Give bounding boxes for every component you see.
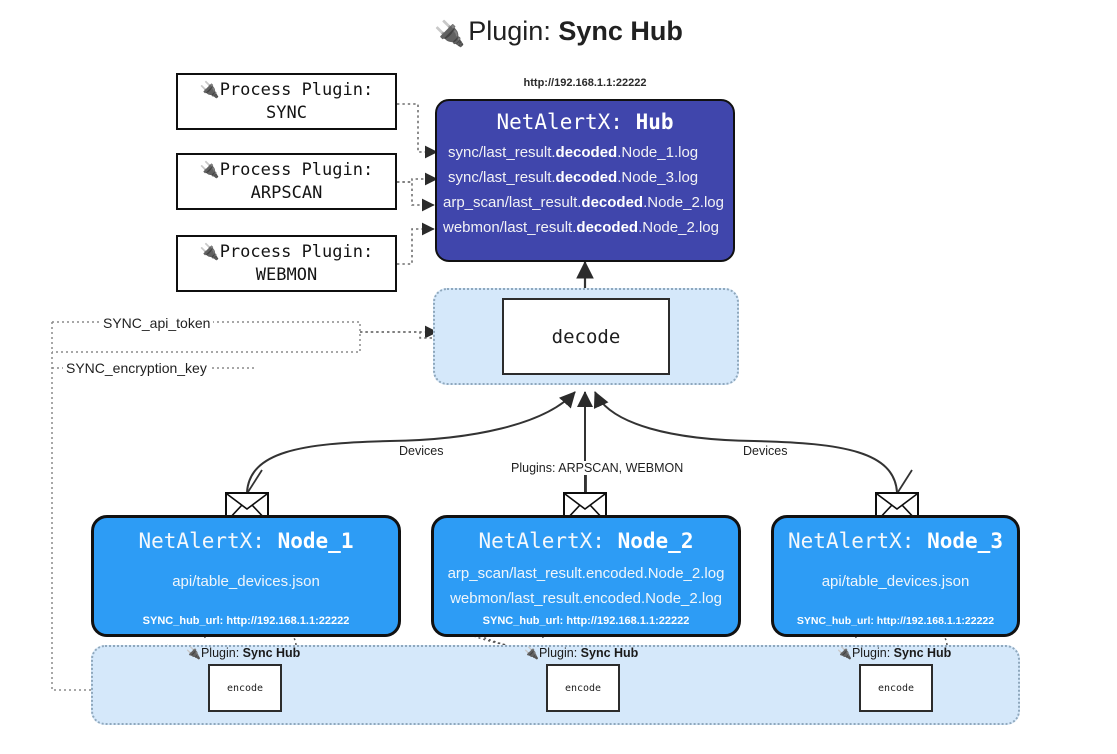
page-title: 🔌Plugin: Sync Hub <box>0 16 1117 49</box>
node-hub-url: SYNC_hub_url: http://192.168.1.1:22222 <box>142 615 350 627</box>
strip-plugin-label-node-1: 🔌Plugin: Sync Hub <box>186 646 301 660</box>
flow-label-plugins-center: Plugins: ARPSCAN, WEBMON <box>508 461 687 475</box>
plug-icon: 🔌 <box>524 646 539 660</box>
node-title: NetAlertX: Node_3 <box>788 529 1003 553</box>
hub-url-label: http://192.168.1.1:22222 <box>523 77 647 89</box>
process-plugin-box-sync[interactable]: 🔌Process Plugin: SYNC <box>176 73 397 130</box>
node-box-node-3[interactable]: NetAlertX: Node_3 api/table_devices.json… <box>771 515 1020 637</box>
process-plugin-line1: 🔌Process Plugin: <box>199 242 374 263</box>
hub-title: NetAlertX: Hub <box>496 110 674 134</box>
node-line: webmon/last_result.encoded.Node_2.log <box>450 590 722 607</box>
process-plugin-line2: WEBMON <box>255 264 318 285</box>
plug-icon: 🔌 <box>837 646 852 660</box>
hub-log-line: sync/last_result.decoded.Node_1.log <box>448 144 699 161</box>
strip-plugin-label-node-2: 🔌Plugin: Sync Hub <box>524 646 639 660</box>
node-title: NetAlertX: Node_1 <box>138 529 354 553</box>
plug-icon: 🔌 <box>186 646 201 660</box>
node-line: arp_scan/last_result.encoded.Node_2.log <box>447 565 725 582</box>
plug-icon: 🔌 <box>199 80 220 100</box>
flow-label-devices-right: Devices <box>740 444 791 458</box>
config-label-encryption-key: SYNC_encryption_key <box>63 360 210 376</box>
node-line: api/table_devices.json <box>821 573 970 590</box>
process-plugin-line1: 🔌Process Plugin: <box>199 160 374 181</box>
process-plugin-box-arpscan[interactable]: 🔌Process Plugin: ARPSCAN <box>176 153 397 210</box>
plug-icon: 🔌 <box>199 160 220 180</box>
node-title: NetAlertX: Node_2 <box>478 529 694 553</box>
node-hub-url: SYNC_hub_url: http://192.168.1.1:22222 <box>796 615 995 627</box>
plug-icon: 🔌 <box>199 242 220 262</box>
process-plugin-line1: 🔌Process Plugin: <box>199 80 374 101</box>
hub-log-line: webmon/last_result.decoded.Node_2.log <box>443 218 719 236</box>
plug-icon: 🔌 <box>434 20 466 48</box>
node-line: api/table_devices.json <box>172 573 320 590</box>
flow-label-devices-left: Devices <box>396 444 447 458</box>
process-plugin-line2: SYNC <box>266 102 307 123</box>
page-title-name: Sync Hub <box>558 16 683 46</box>
encode-box-node-3[interactable]: encode <box>859 664 933 712</box>
strip-plugin-label-node-3: 🔌Plugin: Sync Hub <box>837 646 952 660</box>
encode-box-node-2[interactable]: encode <box>546 664 620 712</box>
hub-log-line: arp_scan/last_result.decoded.Node_2.log <box>443 193 724 211</box>
node-box-node-1[interactable]: NetAlertX: Node_1 api/table_devices.json… <box>91 515 401 637</box>
encode-box-node-1[interactable]: encode <box>208 664 282 712</box>
node-hub-url: SYNC_hub_url: http://192.168.1.1:22222 <box>482 615 690 627</box>
page-title-prefix: Plugin: <box>468 16 551 46</box>
hub-node[interactable]: NetAlertX: Hub sync/last_result.decoded.… <box>435 99 735 262</box>
hub-log-line: sync/last_result.decoded.Node_3.log <box>448 168 699 186</box>
process-plugin-line2: ARPSCAN <box>250 182 323 203</box>
node-box-node-2[interactable]: NetAlertX: Node_2 arp_scan/last_result.e… <box>431 515 741 637</box>
process-plugin-box-webmon[interactable]: 🔌Process Plugin: WEBMON <box>176 235 397 292</box>
config-label-api-token: SYNC_api_token <box>100 315 214 331</box>
decode-box[interactable]: decode <box>502 298 670 375</box>
